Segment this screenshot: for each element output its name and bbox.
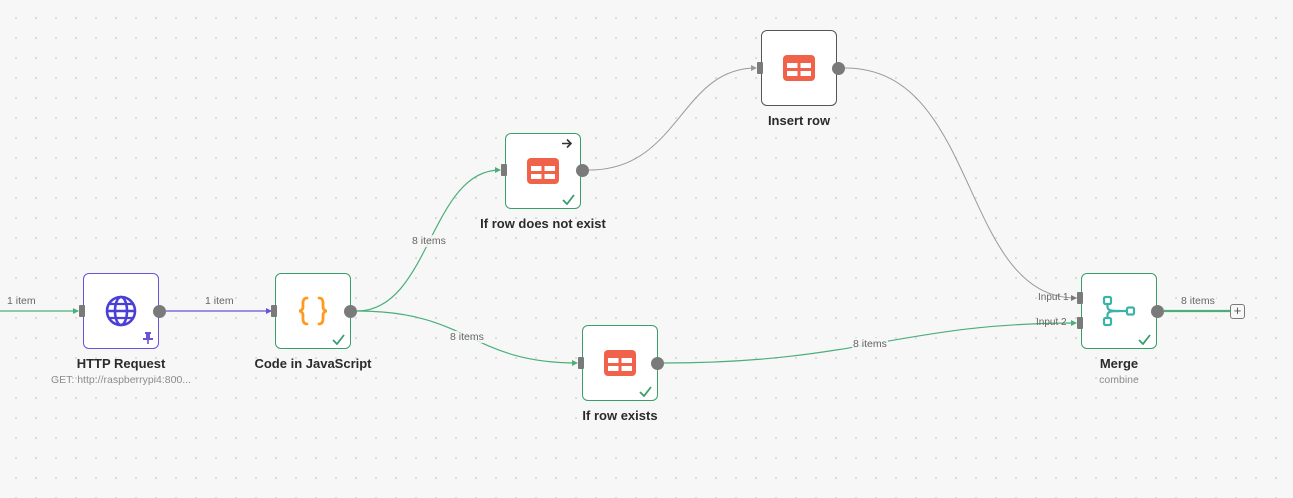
input-handle-2[interactable] [1077,317,1083,329]
node-title: Insert row [767,113,831,128]
globe-icon [105,295,137,327]
edge-label: 1 item [6,295,37,307]
input-handle[interactable] [79,305,85,317]
node-title: Merge [1099,356,1139,371]
check-icon [1138,334,1151,345]
arrow-head [1071,320,1077,326]
input-handle-1[interactable] [1077,292,1083,304]
node-title: HTTP Request [76,356,166,371]
arrow-right-icon[interactable] [561,138,573,149]
edge-label: 8 items [1180,295,1216,307]
input-handle[interactable] [501,164,507,176]
input-1-label: Input 1 [1038,292,1069,303]
node-subtitle: combine [1099,374,1139,386]
node-title: If row does not exist [480,216,606,231]
arrow-head [751,65,757,71]
output-handle[interactable] [1151,305,1164,318]
node-code-javascript[interactable] [275,273,351,349]
table-icon [604,350,636,376]
node-title: If row exists [582,408,658,423]
output-handle[interactable] [576,164,589,177]
edge-label: 8 items [852,338,888,350]
output-handle[interactable] [153,305,166,318]
edge-not-exist-to-insert[interactable] [588,67,757,171]
edge-label: 1 item [204,295,235,307]
arrow-head [266,308,272,314]
arrow-head [73,308,79,314]
node-merge[interactable] [1081,273,1157,349]
arrow-head [495,167,501,173]
edge-insert-to-merge[interactable] [844,67,1077,299]
node-subtitle: GET: http://raspberrypi4:800... [50,374,192,386]
table-icon [527,158,559,184]
input-handle[interactable] [757,62,763,74]
node-http-request[interactable] [83,273,159,349]
node-insert-row[interactable] [761,30,837,106]
arrow-head [572,360,578,366]
check-icon [332,334,345,345]
input-handle[interactable] [271,305,277,317]
check-icon [562,194,575,205]
braces-icon [298,296,328,326]
add-node-button[interactable]: + [1230,304,1245,319]
output-handle[interactable] [832,62,845,75]
check-icon [639,386,652,397]
input-2-label: Input 2 [1036,317,1067,328]
input-handle[interactable] [578,357,584,369]
node-if-row-does-not-exist[interactable] [505,133,581,209]
node-if-row-exists[interactable] [582,325,658,401]
pin-icon [143,332,153,344]
output-handle[interactable] [651,357,664,370]
merge-icon [1102,295,1136,327]
node-title: Code in JavaScript [254,356,372,371]
arrow-head [1071,295,1077,301]
edge-label: 8 items [449,331,485,343]
output-handle[interactable] [344,305,357,318]
table-icon [783,55,815,81]
edge-label: 8 items [411,235,447,247]
